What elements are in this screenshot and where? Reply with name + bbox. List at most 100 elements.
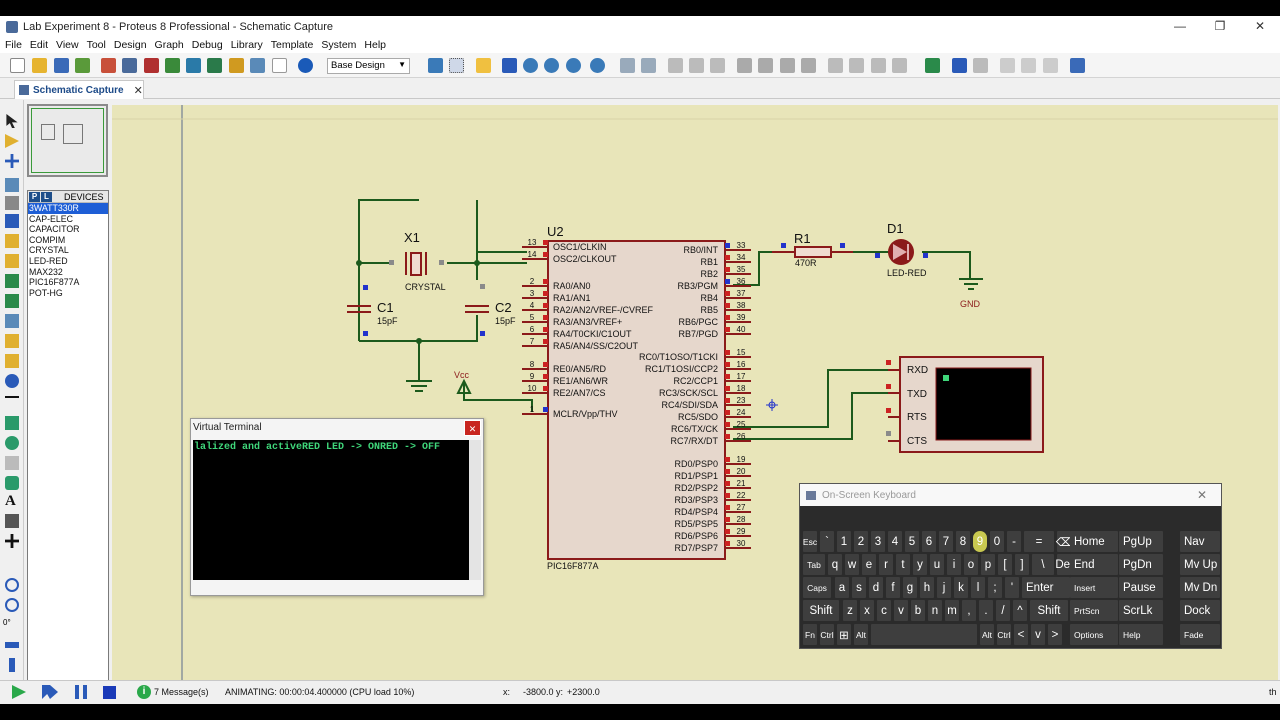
marker-tool-icon[interactable]: [5, 534, 19, 548]
osk-key[interactable]: PgDn: [1119, 554, 1163, 575]
device-item[interactable]: LED-RED: [29, 255, 68, 266]
subcircuit-icon[interactable]: [5, 234, 19, 248]
block-move-icon[interactable]: [758, 58, 773, 73]
generator-icon[interactable]: [5, 334, 19, 348]
symbol-tool-icon[interactable]: [5, 514, 19, 528]
notes-icon[interactable]: [272, 58, 287, 73]
3d-view-icon[interactable]: [186, 58, 201, 73]
maximize-button[interactable]: ❐: [1214, 19, 1226, 33]
osk-key[interactable]: Pause: [1119, 577, 1163, 598]
redo-icon[interactable]: [641, 58, 656, 73]
osk-key[interactable]: Mv Dn: [1180, 577, 1220, 598]
wire-label-icon[interactable]: [5, 178, 19, 192]
block-copy-icon[interactable]: [737, 58, 752, 73]
block-delete-icon[interactable]: [801, 58, 816, 73]
device-item[interactable]: PIC16F877A: [29, 277, 80, 288]
osk-key[interactable]: k: [954, 577, 968, 598]
osk-key[interactable]: a: [835, 577, 849, 598]
osk-key[interactable]: Alt: [854, 624, 868, 645]
osk-key[interactable]: x: [860, 600, 874, 621]
paste-icon[interactable]: [710, 58, 725, 73]
electrical-rule-check-icon[interactable]: [1070, 58, 1085, 73]
tab-schematic-capture[interactable]: Schematic Capture ✕: [14, 80, 144, 99]
pick-devices-button[interactable]: P: [29, 191, 40, 202]
capacitor-c1[interactable]: C1 15pF: [347, 285, 398, 336]
circle-tool-icon[interactable]: [5, 436, 19, 450]
osk-key[interactable]: Shift: [1030, 600, 1068, 621]
osk-key[interactable]: ScrLk: [1119, 600, 1163, 621]
osk-key[interactable]: d: [869, 577, 883, 598]
rotate-anticlockwise-icon[interactable]: [5, 598, 19, 612]
osk-key[interactable]: v: [894, 600, 908, 621]
design-explorer-icon[interactable]: [229, 58, 244, 73]
menu-graph[interactable]: Graph: [154, 39, 184, 51]
menu-design[interactable]: Design: [113, 39, 147, 51]
osk-key[interactable]: 1: [837, 531, 851, 552]
osk-key[interactable]: /: [996, 600, 1010, 621]
device-item[interactable]: CAP-ELEC: [29, 213, 73, 224]
gerber-icon[interactable]: [165, 58, 180, 73]
play-icon[interactable]: [12, 685, 26, 699]
new-file-icon[interactable]: [10, 58, 25, 73]
device-item[interactable]: 3WATT330R: [28, 203, 108, 214]
osk-key[interactable]: 5: [905, 531, 919, 552]
osk-key[interactable]: Help: [1119, 624, 1163, 645]
osk-key[interactable]: -: [1007, 531, 1021, 552]
osk-key[interactable]: <: [1014, 624, 1028, 645]
osk-key[interactable]: `: [820, 531, 834, 552]
selection-mode-icon[interactable]: [6, 114, 18, 128]
menu-system[interactable]: System: [321, 39, 357, 51]
help-icon[interactable]: [298, 58, 313, 73]
text-tool-icon[interactable]: A: [5, 493, 16, 509]
osk-key[interactable]: ^: [1013, 600, 1027, 621]
rotate-clockwise-icon[interactable]: [5, 578, 19, 592]
mirror-x-icon[interactable]: [5, 642, 19, 648]
rotation-angle[interactable]: 0°: [3, 618, 11, 627]
osk-key[interactable]: 2: [854, 531, 868, 552]
crystal-x1[interactable]: X1 CRYSTAL: [389, 230, 446, 292]
osk-key[interactable]: o: [964, 554, 978, 575]
design-select[interactable]: Base Design ▼: [327, 58, 410, 74]
packaging-icon[interactable]: [871, 58, 886, 73]
device-item[interactable]: MAX232: [29, 266, 63, 277]
osk-key[interactable]: f: [886, 577, 900, 598]
step-icon[interactable]: [42, 685, 58, 699]
osk-close-icon[interactable]: ✕: [1196, 488, 1207, 502]
zoom-in-icon[interactable]: [523, 58, 538, 73]
search-tag-icon[interactable]: [952, 58, 967, 73]
osk-key[interactable]: c: [877, 600, 891, 621]
osk-key[interactable]: l: [971, 577, 985, 598]
menu-library[interactable]: Library: [230, 39, 263, 51]
terminals-icon[interactable]: [5, 254, 19, 268]
zoom-out-icon[interactable]: [544, 58, 559, 73]
messages-count[interactable]: 7 Message(s): [154, 687, 209, 697]
tab-close-icon[interactable]: ✕: [133, 84, 143, 97]
grid-toggle-icon[interactable]: [449, 58, 464, 73]
osk-key[interactable]: ,: [962, 600, 976, 621]
device-item[interactable]: CRYSTAL: [29, 245, 69, 256]
virtual-terminal-screen[interactable]: lalized and activeRED LED -> ONRED -> OF…: [193, 440, 469, 580]
osk-key[interactable]: Ctrl: [820, 624, 834, 645]
osk-key[interactable]: Ctrl: [997, 624, 1011, 645]
probe-icon[interactable]: [5, 354, 19, 368]
osk-key[interactable]: Home: [1070, 531, 1118, 552]
active-popup-icon[interactable]: [5, 314, 19, 328]
zoom-all-icon[interactable]: [566, 58, 581, 73]
copy-icon[interactable]: [689, 58, 704, 73]
new-sheet-icon[interactable]: [1000, 58, 1015, 73]
mirror-y-icon[interactable]: [9, 658, 15, 672]
overview-window[interactable]: [27, 104, 108, 177]
terminal-scrollbar[interactable]: [469, 440, 481, 580]
osk-key[interactable]: End: [1070, 554, 1118, 575]
block-rotate-icon[interactable]: [780, 58, 795, 73]
osk-key[interactable]: n: [928, 600, 942, 621]
osk-key[interactable]: [: [998, 554, 1012, 575]
pcb-icon[interactable]: [144, 58, 159, 73]
osk-key[interactable]: e: [862, 554, 876, 575]
import-icon[interactable]: [75, 58, 90, 73]
osk-key[interactable]: t: [896, 554, 910, 575]
cut-icon[interactable]: [668, 58, 683, 73]
close-window-button[interactable]: ✕: [1254, 19, 1266, 33]
undo-icon[interactable]: [620, 58, 635, 73]
